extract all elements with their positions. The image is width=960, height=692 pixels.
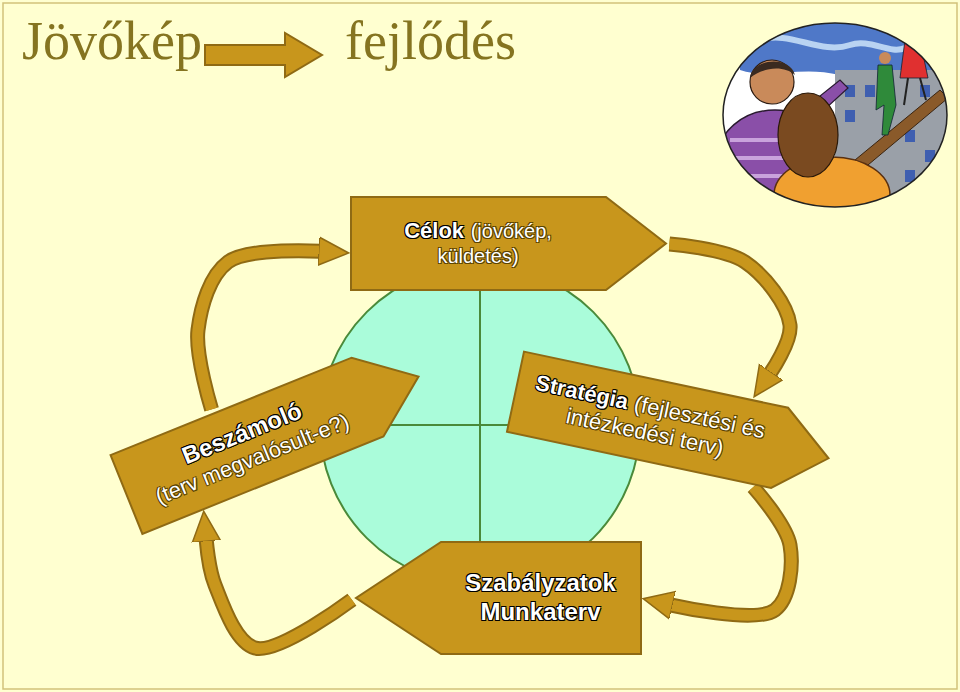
box-text: SzabályzatokMunkaterv: [456, 569, 626, 627]
slide-title: Jövőkép: [22, 12, 202, 71]
box-body: Munkaterv: [456, 598, 626, 627]
arrow-outline: [110, 337, 434, 534]
clipart: [717, 17, 950, 233]
window: [865, 85, 875, 97]
cycle-arrow: [206, 540, 352, 648]
figure-leg: [904, 78, 908, 105]
figure-head: [906, 27, 918, 39]
man-head: [750, 60, 794, 104]
figure-leg: [920, 78, 926, 100]
arrow-outline: [351, 197, 666, 290]
box-text: Célok(jövőkép, küldetés): [378, 218, 578, 268]
arrow-box: Célok(jövőkép, küldetés): [351, 197, 666, 290]
box-heading: Szabályzatok: [456, 569, 626, 598]
cycle-arrow: [671, 487, 791, 615]
woman-hair: [778, 93, 838, 177]
arrow-outline: [206, 540, 352, 648]
arrow-box: SzabályzatokMunkaterv: [356, 542, 641, 654]
clipart-border: [723, 23, 947, 207]
arrow-box: Beszámoló(terv megvalósult-e?): [110, 337, 434, 534]
arrow-box: Stratégia(fejlesztési és intézkedési ter…: [507, 352, 837, 499]
green-figure: [876, 65, 896, 135]
window: [845, 110, 855, 122]
sky-swirl: [760, 38, 905, 50]
arrow-body: [669, 244, 790, 373]
figure-head: [879, 52, 891, 64]
arrow-outline: [356, 542, 641, 654]
clipart-scene: [717, 17, 950, 233]
arrow-outline: [507, 352, 837, 499]
arrow-outline: [671, 487, 791, 615]
slide-frame: [3, 3, 957, 689]
title-arrow: [205, 33, 322, 77]
arrow-body: [206, 540, 352, 648]
cycle-arrow: [669, 244, 790, 373]
arrow-body: [671, 487, 791, 615]
arrow-outline: [669, 244, 790, 373]
title-label: fejlődés: [345, 12, 516, 71]
arrow-shape: [351, 197, 666, 290]
window: [925, 150, 935, 162]
man-hair: [750, 61, 795, 78]
box-heading: Célok: [404, 218, 464, 243]
